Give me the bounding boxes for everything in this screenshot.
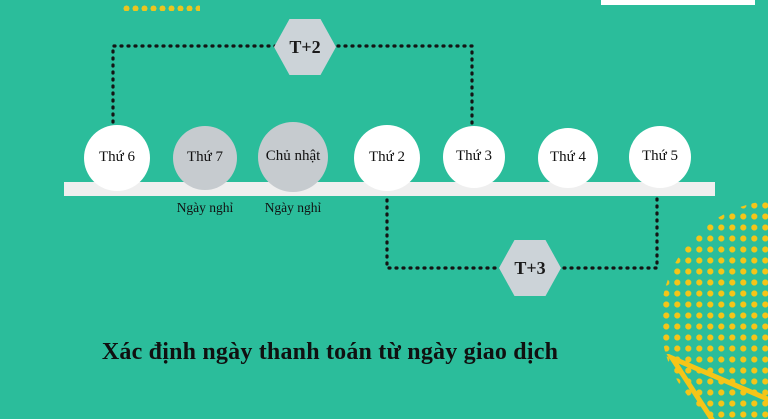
holiday-label-chu-nhat: Ngày nghỉ xyxy=(264,200,322,215)
badge-t3[interactable]: T+3 xyxy=(499,240,561,296)
top-white-bar-decoration xyxy=(601,0,755,5)
badge-t2[interactable]: T+2 xyxy=(274,19,336,75)
day-node-thu-5[interactable]: Thứ 5 xyxy=(629,126,691,188)
day-node-label: Thứ 7 xyxy=(186,149,224,166)
day-node-label: Thứ 5 xyxy=(641,148,679,165)
yellow-dot-row-decoration xyxy=(122,4,200,11)
yellow-dotted-circle-decoration xyxy=(660,200,768,419)
page-caption: Xác định ngày thanh toán từ ngày giao dị… xyxy=(101,339,559,365)
day-node-thu-7[interactable]: Thứ 7 xyxy=(173,126,237,190)
day-node-label: Thứ 4 xyxy=(549,149,587,166)
badge-t2-label: T+2 xyxy=(289,36,321,57)
day-node-label: Thứ 2 xyxy=(368,149,406,166)
day-node-thu-3[interactable]: Thứ 3 xyxy=(443,126,505,188)
day-node-thu-2[interactable]: Thứ 2 xyxy=(354,125,420,191)
holiday-label-thu-7: Ngày nghỉ xyxy=(176,200,234,215)
day-node-label: Thứ 6 xyxy=(98,149,136,166)
day-node-label: Thứ 3 xyxy=(455,148,493,165)
day-node-label: Chủ nhật xyxy=(265,148,321,165)
day-node-thu-4[interactable]: Thứ 4 xyxy=(538,128,598,188)
day-node-thu-6[interactable]: Thứ 6 xyxy=(84,125,150,191)
day-node-chu-nhat[interactable]: Chủ nhật xyxy=(258,122,328,192)
badge-t3-label: T+3 xyxy=(514,257,546,278)
